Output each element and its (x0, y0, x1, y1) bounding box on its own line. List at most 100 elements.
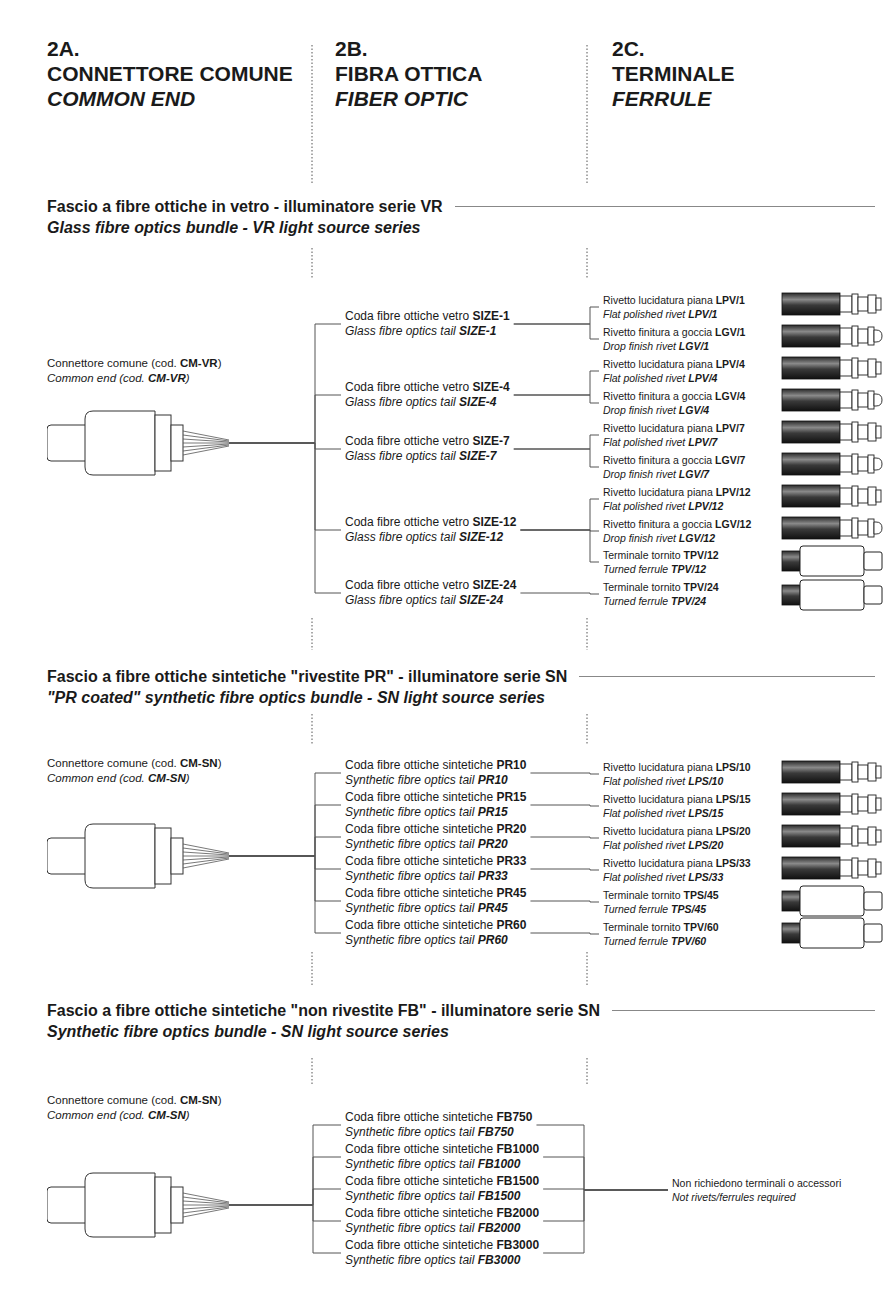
node-text: Coda fibre ottiche sintetiche PR10 (345, 758, 526, 773)
node-text: Rivetto lucidatura piana LPS/20 (603, 824, 751, 838)
heading-subtext: Glass fibre optics bundle - VR light sou… (47, 217, 875, 238)
fibre-tail: Coda fibre ottiche sintetiche FB2000Synt… (345, 1206, 539, 1236)
fibre-tail: Coda fibre ottiche sintetiche FB1500Synt… (345, 1174, 539, 1204)
connector-line (229, 856, 341, 933)
ferrule-label: Terminale tornito TPV/60Turned ferrule T… (603, 920, 719, 948)
fibre-tail: Coda fibre ottiche sintetiche FB3000Synt… (345, 1238, 539, 1268)
node-text: Connettore comune (cod. CM-SN) (47, 756, 229, 771)
fibre-tail: Coda fibre ottiche sintetiche PR33Synthe… (345, 854, 526, 884)
section-heading: Fascio a fibre ottiche in vetro - illumi… (47, 196, 875, 238)
node-text: Coda fibre ottiche sintetiche FB2000 (345, 1206, 539, 1221)
node-text: Rivetto lucidatura piana LPV/1 (603, 293, 745, 307)
fibre-tail: Coda fibre ottiche sintetiche PR10Synthe… (345, 758, 526, 788)
common-end-drawing (47, 403, 229, 483)
node-text: Rivetto lucidatura piana LPV/7 (603, 421, 745, 435)
column-header: TERMINALE (612, 61, 735, 86)
node-text: Terminale tornito TPV/24 (603, 580, 719, 594)
node-text: Synthetic fibre optics tail FB750 (345, 1125, 532, 1140)
column-header: FERRULE (612, 86, 711, 111)
section-heading: Fascio a fibre ottiche sintetiche "non r… (47, 1000, 875, 1042)
common-end: Connettore comune (cod. CM-SN)Common end… (47, 756, 229, 896)
section-heading: Fascio a fibre ottiche sintetiche "rives… (47, 666, 875, 708)
fibre-tail: Coda fibre ottiche sintetiche FB750Synth… (345, 1110, 532, 1140)
connector-line (543, 1157, 668, 1190)
node-text: Rivetto lucidatura piana LPV/4 (603, 357, 745, 371)
node-text: Common end (cod. CM-SN) (47, 771, 229, 786)
ferrule-label: Rivetto lucidatura piana LPV/12Flat poli… (603, 485, 751, 513)
connector-line (536, 1125, 668, 1190)
fibre-tail: Coda fibre ottiche vetro SIZE-7Glass fib… (345, 434, 510, 464)
column-header: 2C. (612, 36, 645, 61)
node-text: Rivetto lucidatura piana LPS/10 (603, 760, 751, 774)
connector-line (229, 443, 341, 449)
connector-line (520, 530, 599, 562)
node-text: Rivetto lucidatura piana LPV/12 (603, 485, 751, 499)
connector-line (229, 856, 341, 869)
node-text: Drop finish rivet LGV/4 (603, 403, 745, 417)
ferrule-label: Rivetto lucidatura piana LPS/15Flat poli… (603, 792, 751, 820)
heading-subtext: "PR coated" synthetic fibre optics bundl… (47, 687, 875, 708)
connector-line (520, 499, 599, 530)
node-text: Terminale tornito TPV/60 (603, 920, 719, 934)
ferrule-label: Rivetto lucidatura piana LPS/33Flat poli… (603, 856, 751, 884)
connector-line (229, 443, 341, 530)
connector-line (514, 307, 599, 324)
ferrule-label: Rivetto finitura a goccia LGV/12Drop fin… (603, 517, 751, 545)
fibre-tail: Coda fibre ottiche vetro SIZE-12Glass fi… (345, 515, 516, 545)
node-text: Coda fibre ottiche vetro SIZE-4 (345, 380, 510, 395)
fibre-tail: Coda fibre ottiche sintetiche FB1000Synt… (345, 1142, 539, 1172)
node-text: Flat polished rivet LPV/4 (603, 371, 745, 385)
connector-line (530, 805, 599, 806)
connector-line (229, 1205, 341, 1253)
fibre-tail: Coda fibre ottiche sintetiche PR20Synthe… (345, 822, 526, 852)
rivet-drawings (782, 293, 882, 948)
ferrule-label: Terminale tornito TPV/12Turned ferrule T… (603, 548, 719, 576)
ferrule-label: Rivetto finitura a goccia LGV/1Drop fini… (603, 325, 745, 353)
node-text: Turned ferrule TPV/60 (603, 934, 719, 948)
column-header: FIBRA OTTICA (335, 61, 482, 86)
node-text: Drop finish rivet LGV/7 (603, 467, 745, 481)
node-text: Flat polished rivet LPS/10 (603, 774, 751, 788)
ferrule-label: Rivetto lucidatura piana LPV/1Flat polis… (603, 293, 745, 321)
heading-row: Fascio a fibre ottiche sintetiche "non r… (47, 1000, 875, 1021)
connector-line (520, 593, 599, 594)
ferrule-label: Rivetto lucidatura piana LPS/10Flat poli… (603, 760, 751, 788)
heading-text: Fascio a fibre ottiche in vetro - illumi… (47, 196, 443, 217)
connector-line (514, 395, 599, 403)
connector-line (229, 773, 341, 856)
heading-rule (455, 206, 875, 207)
fibre-tail: Coda fibre ottiche vetro SIZE-4Glass fib… (345, 380, 510, 410)
node-text: Glass fibre optics tail SIZE-12 (345, 530, 516, 545)
node-text: Coda fibre ottiche sintetiche FB1500 (345, 1174, 539, 1189)
node-text: Glass fibre optics tail SIZE-24 (345, 593, 516, 608)
node-text: Glass fibre optics tail SIZE-4 (345, 395, 510, 410)
connector-line (514, 371, 599, 395)
connector-line (229, 1205, 341, 1221)
connector-line (229, 324, 341, 443)
node-text: Synthetic fibre optics tail FB1000 (345, 1157, 539, 1172)
connector-line (530, 773, 599, 774)
node-text: Turned ferrule TPV/24 (603, 594, 719, 608)
node-text: Drop finish rivet LGV/1 (603, 339, 745, 353)
node-text: Coda fibre ottiche sintetiche FB3000 (345, 1238, 539, 1253)
connector-line (229, 395, 341, 443)
common-end-drawing (47, 1165, 229, 1245)
node-text: Flat polished rivet LPV/12 (603, 499, 751, 513)
node-text: Coda fibre ottiche sintetiche PR15 (345, 790, 526, 805)
ferrule-label: Rivetto finitura a goccia LGV/4Drop fini… (603, 389, 745, 417)
common-end: Connettore comune (cod. CM-SN)Common end… (47, 1093, 229, 1245)
node-text: Terminale tornito TPS/45 (603, 888, 719, 902)
node-text: Synthetic fibre optics tail FB1500 (345, 1189, 539, 1204)
node-text: Coda fibre ottiche sintetiche PR20 (345, 822, 526, 837)
node-text: Coda fibre ottiche vetro SIZE-1 (345, 309, 510, 324)
connector-line (514, 449, 599, 467)
node-text: Synthetic fibre optics tail PR15 (345, 805, 526, 820)
node-text: Turned ferrule TPV/12 (603, 562, 719, 576)
ferrule-label: Rivetto finitura a goccia LGV/7Drop fini… (603, 453, 745, 481)
ferrule-label: Terminale tornito TPV/24Turned ferrule T… (603, 580, 719, 608)
connector-line (514, 324, 599, 339)
fibre-tail: Coda fibre ottiche sintetiche PR45Synthe… (345, 886, 526, 916)
node-text: Rivetto finitura a goccia LGV/4 (603, 389, 745, 403)
node-text: Coda fibre ottiche sintetiche FB1000 (345, 1142, 539, 1157)
connector-line (229, 856, 341, 901)
